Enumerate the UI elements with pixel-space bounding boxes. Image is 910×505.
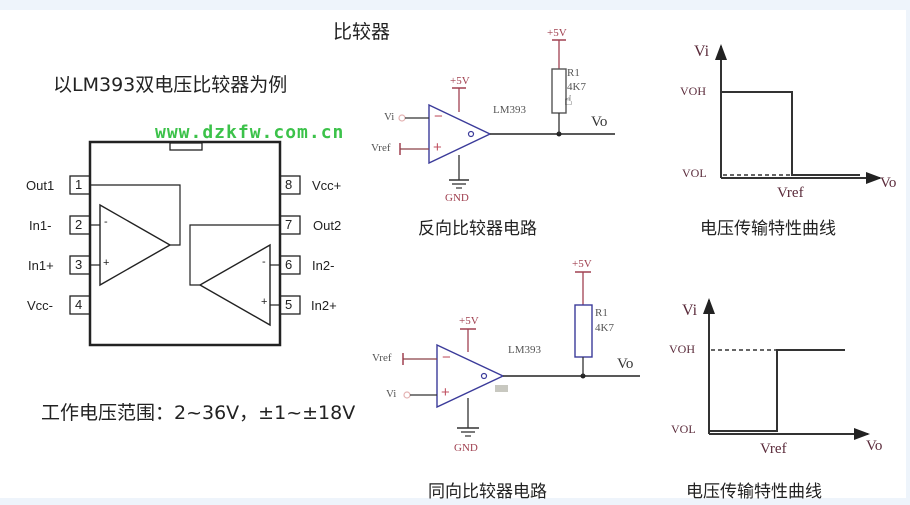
chart2-vol-label: VOL	[671, 422, 696, 436]
chip-body	[88, 140, 282, 347]
chart2-voh-label: VOH	[669, 342, 695, 356]
inv-opamp-supply-label: +5V	[450, 75, 470, 87]
hand-cursor-icon: ☝	[564, 93, 573, 109]
watermark: www.dzkfw.com.cn	[155, 122, 345, 143]
noninv-resistor	[574, 304, 593, 358]
inv-part-label: LM393	[493, 104, 526, 116]
chart2-vref-label: Vref	[760, 441, 787, 457]
pin-box-8	[279, 175, 301, 195]
inv-resistor-value: 4K7	[567, 81, 586, 93]
pin-number-4: 4	[75, 297, 83, 312]
pin-number-8: 8	[285, 177, 293, 192]
chip-notch	[169, 142, 203, 151]
inverting-comparator-circuit	[398, 39, 615, 189]
opamp2-plus-sign: +	[261, 296, 268, 308]
pin-label-in1-minus: In1-	[29, 218, 52, 233]
chart1-title: 电压传输特性曲线	[700, 219, 836, 239]
pin-label-in2-plus: In2+	[311, 298, 337, 313]
chart1-voh-label: VOH	[680, 84, 706, 98]
inv-input-vref-label: Vref	[371, 142, 391, 154]
inv-circuit-caption: 反向比较器电路	[418, 219, 537, 239]
chart2-xlabel: Vo	[866, 438, 883, 454]
pin-label-out1: Out1	[26, 178, 55, 193]
out2-wire	[189, 224, 280, 286]
pin-label-in1-plus: In1+	[28, 258, 54, 273]
noninv-input-vi-label: Vi	[386, 388, 397, 400]
voltage-range-text: 工作电压范围：2~36V，±1~±18V	[41, 402, 356, 424]
opamp-1-triangle	[99, 203, 172, 287]
pin-label-out2: Out2	[313, 218, 342, 233]
pin-number-3: 3	[75, 257, 83, 272]
pin-label-in2-minus: In2-	[312, 258, 335, 273]
out1-wire	[90, 184, 181, 246]
inv-resistor-supply-label: +5V	[547, 27, 567, 39]
noninv-opamp-supply-label: +5V	[459, 315, 479, 327]
noninv-output-label: Vo	[617, 356, 634, 372]
noninv-minus-sign: −	[442, 349, 451, 366]
noninv-input-vref-label: Vref	[372, 352, 392, 364]
opamp2-minus-sign: -	[262, 256, 266, 268]
inv-minus-sign: −	[434, 108, 443, 125]
pin-number-2: 2	[75, 217, 83, 232]
lm393-chip-package	[69, 140, 301, 347]
pin-box-4	[69, 295, 91, 315]
chart2-series-line	[709, 349, 845, 432]
vi-terminal	[398, 114, 406, 122]
inv-ground-label: GND	[445, 192, 469, 204]
opamp1-plus-sign: +	[103, 257, 110, 269]
pin-number-6: 6	[285, 257, 293, 272]
noninv-part-label: LM393	[508, 344, 541, 356]
chart1-vol-label: VOL	[682, 166, 707, 180]
chart2-ylabel: Vi	[682, 302, 698, 319]
pin-number-5: 5	[285, 297, 293, 312]
noninv-circuit-caption: 同向比较器电路	[428, 482, 547, 502]
inv-plus-sign: +	[433, 139, 442, 156]
transfer-chart-inverting	[715, 44, 882, 184]
inv-resistor-name: R1	[567, 67, 580, 79]
noninv-ground-label: GND	[454, 442, 478, 454]
noninv-resistor-supply-label: +5V	[572, 258, 592, 270]
opamp1-minus-sign: -	[104, 216, 108, 228]
opamp-2-triangle	[198, 243, 271, 327]
noninv-opamp-triangle	[436, 343, 505, 409]
noninv-resistor-value: 4K7	[595, 322, 614, 334]
noninv-plus-sign: +	[441, 384, 450, 401]
chart2-title: 电压传输特性曲线	[686, 482, 822, 502]
noninv-resistor-name: R1	[595, 307, 608, 319]
pin-number-7: 7	[285, 217, 293, 232]
inv-input-vi-label: Vi	[384, 111, 395, 123]
chart1-ylabel: Vi	[694, 43, 710, 60]
chart1-series-line	[721, 91, 860, 176]
noninverting-comparator-circuit	[402, 271, 640, 437]
slide-title: 比较器	[333, 21, 391, 43]
inv-output-label: Vo	[591, 114, 608, 130]
inv-opamp-triangle	[428, 103, 492, 165]
transfer-chart-noninverting	[703, 298, 870, 440]
chart1-vref-label: Vref	[777, 185, 804, 201]
slide-subtitle: 以LM393双电压比较器为例	[53, 74, 288, 96]
pin-label-vcc-minus: Vcc-	[27, 298, 53, 313]
pin-label-vcc-plus: Vcc+	[312, 178, 342, 193]
pin-number-1: 1	[75, 177, 83, 192]
chart1-xlabel: Vo	[880, 175, 897, 191]
